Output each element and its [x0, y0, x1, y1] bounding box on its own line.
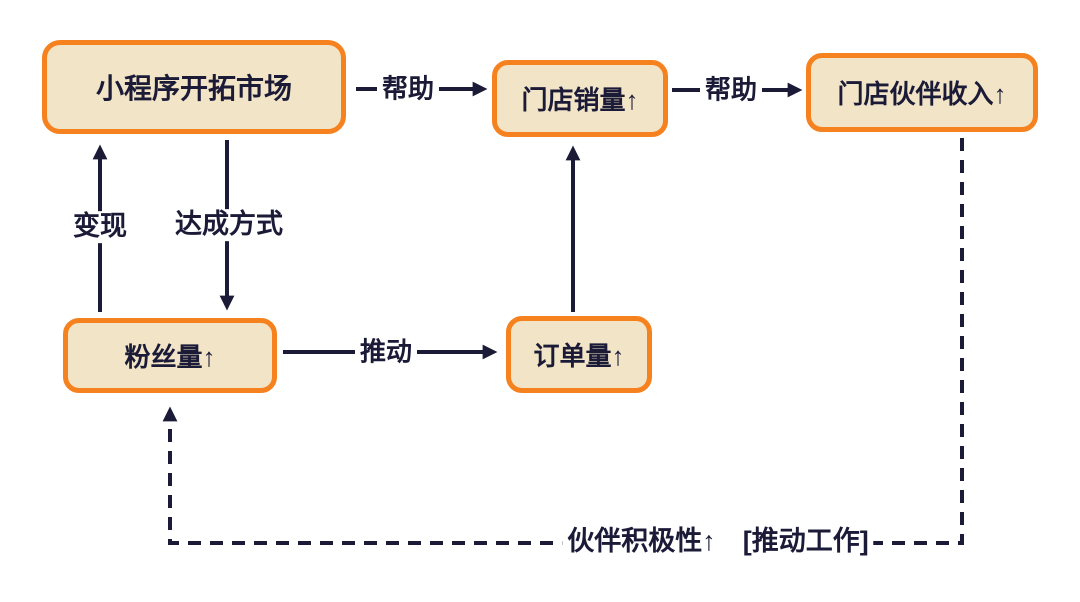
node-orders: 订单量↑ [506, 316, 652, 393]
node-label: 门店销量↑ [521, 85, 639, 115]
node-store-sales: 门店销量↑ [492, 60, 668, 137]
edge-label-partner-enthusiasm: 伙伴积极性↑ [推动工作] [562, 526, 874, 558]
node-fans: 粉丝量↑ [63, 318, 277, 393]
node-label: 门店伙伴收入↑ [837, 79, 1007, 109]
edge-label-push: 推动 [354, 336, 418, 368]
node-label: 粉丝量↑ [124, 342, 216, 372]
edge-label-monetize: 变现 [68, 211, 132, 243]
node-partner-income: 门店伙伴收入↑ [806, 53, 1038, 132]
node-mini-program-market: 小程序开拓市场 [42, 40, 346, 134]
node-label: 订单量↑ [533, 341, 625, 371]
edge-label-help-2: 帮助 [699, 74, 763, 106]
edge-label-method: 达成方式 [170, 209, 288, 241]
node-label: 小程序开拓市场 [95, 73, 292, 104]
edge-label-help-1: 帮助 [376, 73, 440, 105]
